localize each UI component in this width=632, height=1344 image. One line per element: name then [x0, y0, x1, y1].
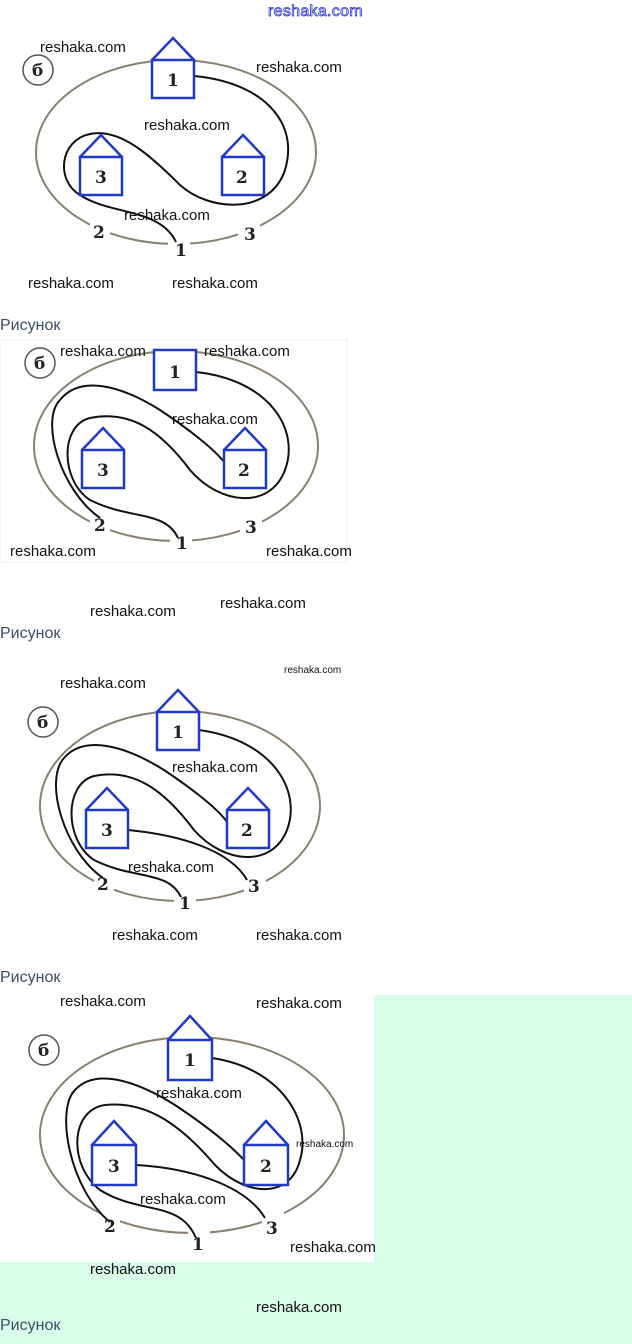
watermark: reshaka.com	[144, 117, 230, 134]
figure-caption: Рисунок	[0, 1317, 61, 1334]
house-number: 2	[241, 821, 253, 841]
house-number: 1	[167, 71, 179, 91]
watermark: reshaka.com	[60, 993, 146, 1010]
watermark: reshaka.com	[60, 343, 146, 360]
watermark: reshaka.com	[256, 995, 342, 1012]
figure-caption: Рисунок	[0, 969, 61, 986]
house-number: 2	[260, 1157, 272, 1177]
watermark: reshaka.com	[290, 1239, 376, 1256]
exit-number: 2	[94, 516, 106, 536]
exit-number: 3	[245, 518, 257, 538]
house-number: 3	[108, 1157, 120, 1177]
figure-marker: б	[34, 354, 45, 374]
figure-4: б 1 2 3 2 1 3	[28, 1014, 345, 1255]
watermark: reshaka.com	[172, 275, 258, 292]
watermark: reshaka.com	[256, 927, 342, 944]
watermark: reshaka.com	[204, 343, 290, 360]
watermark: reshaka.com	[172, 411, 258, 428]
watermark: reshaka.com	[220, 595, 306, 612]
watermark: reshaka.com	[156, 1085, 242, 1102]
watermark: reshaka.com	[284, 665, 342, 676]
house-number: 1	[169, 363, 181, 383]
exit-number: 1	[179, 894, 191, 914]
watermark: reshaka.com	[256, 1299, 342, 1316]
site-link[interactable]: reshaka.com	[268, 3, 363, 21]
watermark: reshaka.com	[28, 275, 114, 292]
exit-number: 2	[104, 1217, 116, 1237]
watermark: reshaka.com	[140, 1191, 226, 1208]
figure-marker: б	[37, 713, 48, 733]
figure-3: б 1 2 3 2 1 3	[27, 688, 321, 914]
exit-number: 1	[192, 1235, 204, 1255]
house-number: 3	[95, 168, 107, 188]
watermark: reshaka.com	[266, 543, 352, 560]
watermark: reshaka.com	[112, 927, 198, 944]
green-background-bottom	[0, 1262, 632, 1344]
house-number: 3	[97, 461, 109, 481]
watermark: reshaka.com	[256, 59, 342, 76]
figure-caption: Рисунок	[0, 625, 61, 642]
watermark: reshaka.com	[90, 1261, 176, 1278]
house-number: 1	[172, 723, 184, 743]
watermark: reshaka.com	[124, 207, 210, 224]
figure-2: б 1 2 3 2 1 3	[0, 339, 348, 563]
watermark: reshaka.com	[90, 603, 176, 620]
watermark: reshaka.com	[128, 859, 214, 876]
figure-marker: б	[38, 1041, 49, 1061]
figure-caption: Рисунок	[0, 317, 61, 334]
figure-marker: б	[32, 61, 43, 81]
house-number: 3	[101, 821, 113, 841]
exit-number: 3	[244, 225, 256, 245]
house-number: 2	[238, 461, 250, 481]
exit-number: 2	[93, 223, 105, 243]
exit-number: 3	[266, 1219, 278, 1239]
figure-1: б 1 2 3 2 1 3	[22, 36, 317, 261]
watermark: reshaka.com	[40, 39, 126, 56]
watermark: reshaka.com	[296, 1139, 354, 1150]
exit-number: 2	[97, 875, 109, 895]
house-number: 2	[236, 168, 248, 188]
exit-number: 1	[175, 241, 187, 261]
exit-number: 1	[176, 534, 188, 554]
watermark: reshaka.com	[172, 759, 258, 776]
watermark: reshaka.com	[10, 543, 96, 560]
exit-number: 3	[248, 877, 260, 897]
watermark: reshaka.com	[60, 675, 146, 692]
house-number: 1	[184, 1051, 196, 1071]
